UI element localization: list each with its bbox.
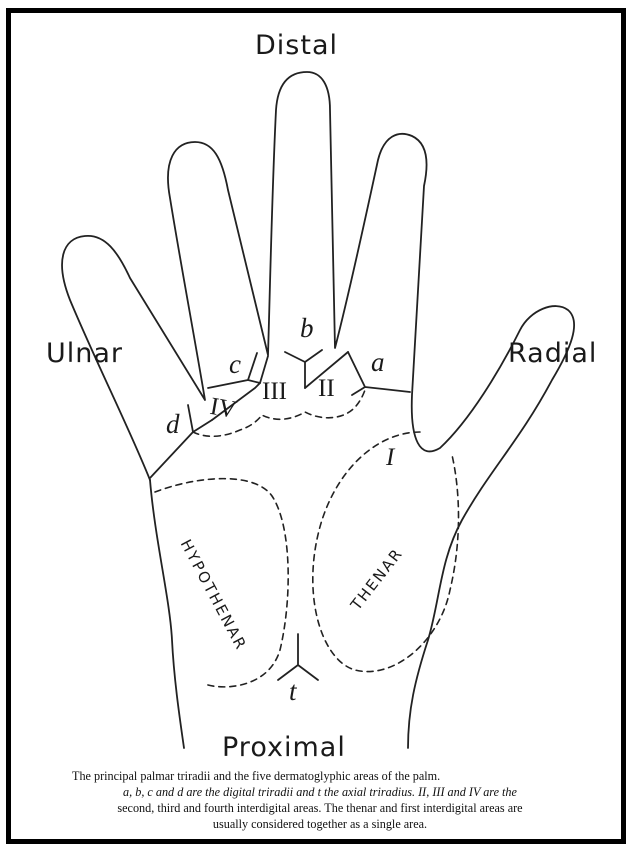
label-distal: Distal — [255, 30, 338, 61]
area-IV-label: IV — [208, 393, 239, 425]
area-I-label: I — [386, 444, 394, 472]
label-ulnar: Ulnar — [46, 338, 123, 369]
triradius-t-label: t — [289, 676, 297, 707]
caption-line-3: second, third and fourth interdigital ar… — [34, 800, 606, 816]
triradius-d-label: d — [166, 409, 180, 440]
area-II-label: II — [318, 375, 335, 403]
triradius-b-label: b — [300, 313, 314, 344]
triradius-b-lines — [285, 350, 322, 388]
caption-line-1: The principal palmar triradii and the fi… — [34, 768, 606, 784]
caption-line-2: a, b, c and d are the digital triradii a… — [34, 784, 606, 800]
triradius-t-lines — [278, 634, 318, 680]
caption-line-4: usually considered together as a single … — [34, 816, 606, 832]
label-proximal: Proximal — [222, 732, 346, 763]
hand-outline — [62, 72, 574, 748]
hand-wrist-left — [150, 480, 184, 748]
area-III-label: III — [262, 378, 287, 406]
triradius-c-label: c — [229, 349, 241, 380]
hypothenar-boundary — [155, 479, 288, 687]
triradius-d-lines — [150, 405, 212, 478]
figure-caption: The principal palmar triradii and the fi… — [34, 768, 606, 832]
label-radial: Radial — [508, 338, 597, 369]
triradius-a-label: a — [371, 347, 385, 378]
